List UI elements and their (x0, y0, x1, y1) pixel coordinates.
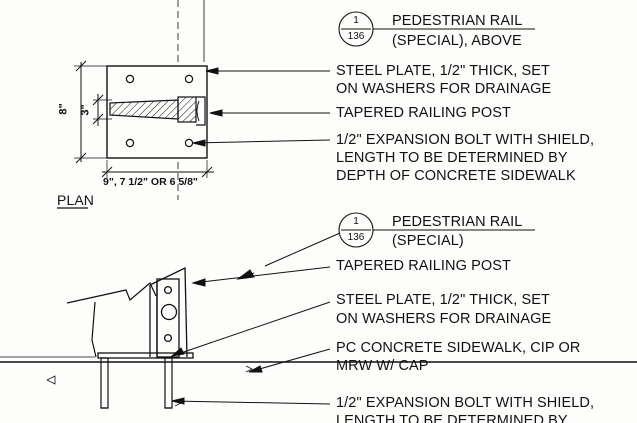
plan-callout-detail-number: 1 (353, 15, 359, 26)
plan-note-steel-plate-line2: ON WASHERS FOR DRAINAGE (336, 81, 552, 97)
plan-callout-bubble (338, 11, 535, 47)
plan-dimension-8in (74, 60, 107, 164)
expansion-bolts (100, 357, 173, 409)
plan-leaders (192, 67, 331, 147)
elevation-note-sidewalk-line2: MRW W/ CAP (336, 358, 429, 374)
plan-dimension-8in-label: 8" (57, 103, 70, 115)
elevation-steel-plate (97, 352, 194, 359)
plan-note-bolt-line2: LENGTH TO BE DETERMINED BY (336, 150, 568, 166)
elevation-callout-detail-number: 1 (353, 216, 359, 227)
plan-steel-plate (106, 65, 208, 159)
plan-note-railing-post: TAPERED RAILING POST (336, 105, 511, 121)
plan-callout-title: PEDESTRIAN RAIL (392, 13, 523, 29)
plan-dimension-width-label: 9", 7 1/2" OR 6 5/8" (103, 176, 198, 188)
elevation-callout-subtitle: (SPECIAL) (392, 233, 464, 249)
plan-dimension-width (101, 160, 214, 178)
plan-railing-post (109, 96, 206, 126)
elevation-note-bolt-line2: LENGTH TO BE DETERMINED BY (336, 413, 568, 423)
plan-callout-subtitle: (SPECIAL), ABOVE (392, 33, 522, 49)
plan-note-bolt-line1: 1/2" EXPANSION BOLT WITH SHIELD, (336, 132, 595, 148)
plan-bolt-holes (125, 74, 194, 148)
plan-view-title: PLAN (57, 192, 94, 208)
elevation-callout-bubble (338, 212, 535, 248)
plan-note-bolt-line3: DEPTH OF CONCRETE SIDEWALK (336, 168, 576, 184)
plan-dimension-3in-label: 3" (79, 104, 92, 116)
concrete-aggregate-marks (46, 365, 253, 407)
plan-callout-sheet-number: 136 (347, 31, 365, 42)
elevation-note-steel-plate-line2: ON WASHERS FOR DRAINAGE (336, 311, 552, 327)
elevation-note-bolt-line1: 1/2" EXPANSION BOLT WITH SHIELD, (336, 395, 595, 411)
plan-dimension-3in (92, 94, 112, 126)
elevation-callout-title: PEDESTRIAN RAIL (392, 214, 523, 230)
elevation-callout-sheet-number: 136 (347, 232, 365, 243)
elevation-note-steel-plate-line1: STEEL PLATE, 1/2" THICK, SET (336, 292, 550, 308)
elevation-railing-post (149, 266, 188, 358)
plan-note-steel-plate-line1: STEEL PLATE, 1/2" THICK, SET (336, 63, 550, 79)
pedestrian-rail-break (66, 282, 157, 358)
elevation-note-railing-post: TAPERED RAILING POST (336, 258, 511, 274)
elevation-note-sidewalk-line1: PC CONCRETE SIDEWALK, CIP OR (336, 340, 581, 356)
elevation-leaders (170, 232, 341, 405)
